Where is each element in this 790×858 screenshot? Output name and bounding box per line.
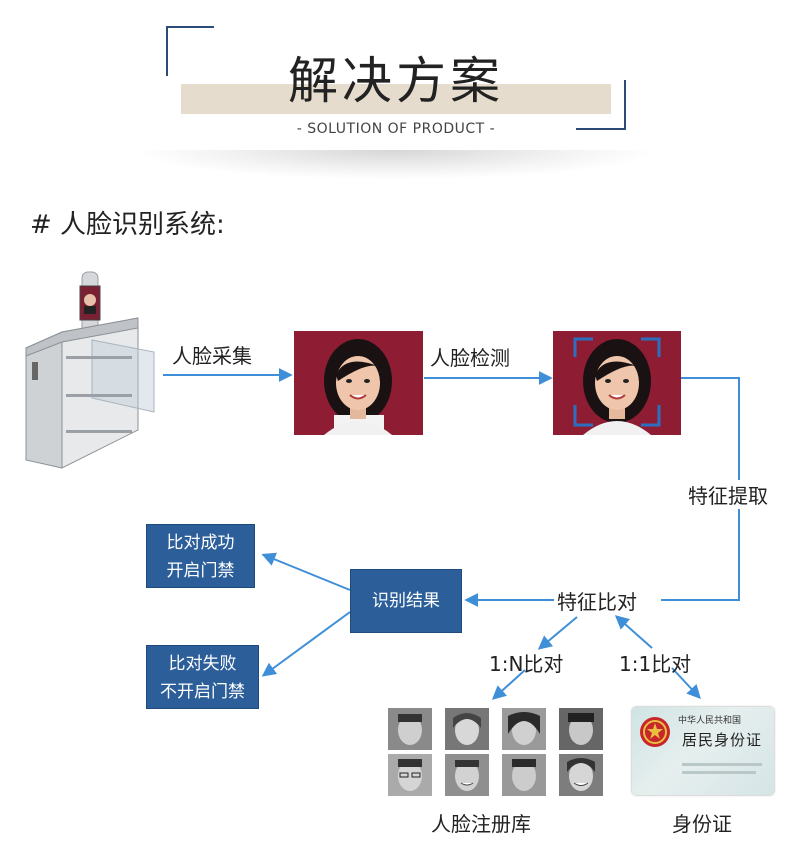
label-face-database: 人脸注册库	[431, 812, 531, 836]
fail-line-1: 比对失败	[168, 654, 237, 674]
box-match-success: 比对成功 开启门禁	[146, 524, 255, 588]
face-db-thumb	[559, 708, 603, 750]
arrow-1n-up	[537, 616, 578, 650]
arrow-fail	[261, 611, 351, 677]
face-db-thumb	[445, 754, 489, 796]
arrow-11-down	[671, 667, 701, 700]
face-db-thumb	[388, 754, 432, 796]
section-title: # 人脸识别系统:	[30, 210, 225, 240]
captured-face-photo	[294, 331, 423, 435]
header-shadow	[130, 150, 660, 180]
fail-line-2: 不开启门禁	[160, 682, 245, 702]
face-detection-illustration	[553, 331, 681, 435]
face-db-thumb	[502, 754, 546, 796]
label-feature-compare: 特征比对	[554, 586, 640, 615]
arrow-success	[261, 552, 351, 591]
label-11-compare: 1:1比对	[619, 652, 692, 676]
detected-face-photo	[553, 331, 681, 435]
box-recognition-result: 识别结果	[350, 569, 462, 633]
face-db-thumb	[502, 708, 546, 750]
face-db-thumb	[388, 708, 432, 750]
arrow-11-up	[614, 615, 653, 649]
id-card-header: 中华人民共和国	[678, 716, 742, 726]
face-db-thumb	[445, 708, 489, 750]
header-bracket-bottom-right	[576, 80, 626, 130]
success-line-1: 比对成功	[166, 533, 235, 553]
success-line-2: 开启门禁	[166, 561, 235, 581]
header-bracket-top-left	[166, 26, 214, 76]
label-feature-extract: 特征提取	[685, 480, 771, 509]
face-illustration	[294, 331, 423, 435]
label-face-capture: 人脸采集	[172, 344, 252, 368]
label-face-detect: 人脸检测	[430, 346, 510, 370]
face-db-thumb	[559, 754, 603, 796]
label-id-card: 身份证	[672, 812, 732, 836]
page-subtitle: - SOLUTION OF PRODUCT -	[296, 121, 496, 137]
id-card-image: 中华人民共和国 居民身份证	[632, 707, 774, 795]
label-1n-compare: 1:N比对	[489, 652, 564, 676]
header-title-band	[181, 84, 611, 114]
page-title: 解决方案	[288, 52, 504, 110]
result-label: 识别结果	[372, 591, 440, 611]
id-card-title: 居民身份证	[682, 731, 763, 749]
box-match-fail: 比对失败 不开启门禁	[146, 645, 259, 709]
national-emblem-icon	[640, 717, 670, 747]
arrow-1n-down	[491, 669, 526, 700]
turnstile-gate-image	[25, 271, 155, 469]
